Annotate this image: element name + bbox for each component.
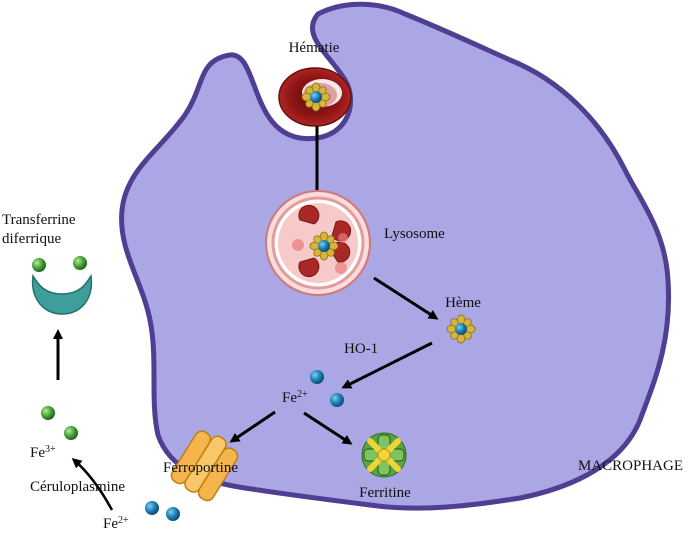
ho1-label: HO-1 (344, 341, 378, 357)
hematie-label: Hématie (289, 40, 340, 56)
transferrine-label-line2: diferrique (2, 231, 61, 247)
fe2-center-label: Fe2+ (282, 389, 308, 407)
fe2-bottom-label: Fe2+ (103, 515, 129, 533)
fe3-label: Fe3+ (30, 444, 56, 462)
iron-ion-icon (166, 507, 180, 521)
iron-ion-icon (41, 406, 55, 420)
lysosome-icon (265, 190, 371, 296)
arrow-fe2-to-fe3 (71, 458, 114, 511)
arrow-fe2-to-ferritine (303, 411, 353, 445)
iron-ion-icon (330, 393, 344, 407)
iron-ion-icon (310, 370, 324, 384)
arrow-lysosome-to-heme (373, 276, 439, 320)
macrophage-cell (119, 1, 672, 511)
ferritine-icon (361, 432, 407, 478)
arrow-fe2-to-ferroportine (229, 410, 276, 443)
ferritine-label: Ferritine (359, 485, 411, 501)
ceruloplasmine-label: Céruloplasmine (30, 479, 125, 495)
transferrine-icon (31, 256, 93, 315)
heme-label: Hème (445, 295, 481, 311)
ferroportine-label: Ferroportine (163, 460, 238, 476)
ferroportine-icon (170, 430, 239, 502)
macrophage-label: MACROPHAGE (578, 458, 683, 474)
iron-ion-icon (145, 501, 159, 515)
hematie-icon (278, 67, 352, 127)
lysosome-label: Lysosome (384, 226, 445, 242)
arrow-heme-to-fe2 (341, 341, 433, 389)
iron-ion-icon (64, 426, 78, 440)
transferrine-label-line1: Transferrine (2, 212, 76, 228)
